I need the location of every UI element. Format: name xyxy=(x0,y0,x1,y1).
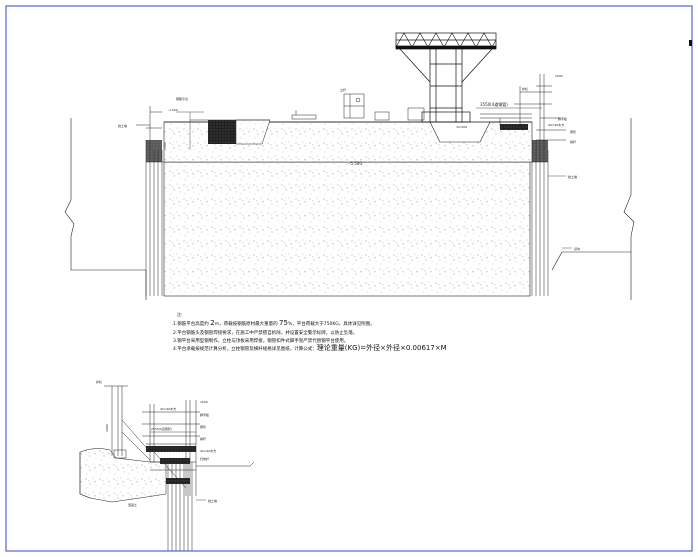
detail-label-beam: 横杆 xyxy=(200,436,206,441)
notes-block: 注: 1.钢筋平台高度约 2m，荷载按钢筋原材最大重量的 75%，平台荷载大于7… xyxy=(173,311,447,352)
label-right-beam: 横杆 xyxy=(570,139,576,144)
detail-label-board: 脚手板 xyxy=(200,412,209,417)
detail-label-40x90b: 40×90木方 xyxy=(200,448,216,453)
notes-heading: 注: xyxy=(177,311,182,317)
detail-label-top: 护栏 xyxy=(96,379,102,384)
detail-section: 3000 护栏 2550(4道钢管) 40×90木方 1500 脚手板 xyxy=(79,379,255,551)
left-rebar-stack xyxy=(208,120,236,144)
label-dim-3550: 3550(4道钢管) xyxy=(480,101,508,107)
label-tower-base: ±0.000 xyxy=(456,125,467,129)
drawing-border xyxy=(5,5,693,552)
right-scaffold xyxy=(480,74,566,150)
detail-dim-2550: 2550(4道钢管) xyxy=(151,426,172,431)
label-left-top: 钢筋平台 xyxy=(176,96,188,101)
label-right-wall: 挡土墙 xyxy=(568,174,577,179)
pit-concrete-body xyxy=(163,161,531,297)
detail-label-1500: 1500 xyxy=(200,400,208,404)
right-wall xyxy=(531,140,549,296)
detail-dim-3000: 3000 xyxy=(105,424,109,432)
label-left-elev: -1.500 xyxy=(168,108,178,112)
detail-post xyxy=(104,385,151,461)
note-2: 2.平台钢筋头及钢管焊接要求，在施工中严禁擅自拆除，并设置安全警示标牌，以防止坠… xyxy=(173,329,357,336)
detail-dim-40x90: 40×90木方 xyxy=(160,406,176,411)
detail-scaffold xyxy=(142,400,255,496)
label-right-steel: 钢管 xyxy=(570,129,576,134)
label-right-rail: 护栏 xyxy=(522,86,528,91)
left-ground-line xyxy=(64,118,147,300)
note-4: 4.平台承载按规范计算分析，立柱钢管及横杆规格详见图纸，计算公式：理论重量(KG… xyxy=(173,343,447,352)
right-ground-step xyxy=(551,251,631,271)
label-right-pit: 基坑 xyxy=(574,246,580,251)
right-ground-line xyxy=(623,118,635,300)
tower xyxy=(395,32,497,123)
border-marker xyxy=(689,40,692,46)
label-dim-40x90: 40×90木方 xyxy=(548,122,564,127)
label-right-top: 1500 xyxy=(555,74,563,78)
label-left-wall: 挡土墙 xyxy=(118,123,127,128)
left-wall-head xyxy=(146,140,162,162)
detail-label-steel: 钢管 xyxy=(200,424,206,429)
detail-label-sweep: 扫地杆 xyxy=(200,456,209,461)
detail-wall xyxy=(167,462,193,551)
detail-ground xyxy=(79,448,167,503)
left-guardrail xyxy=(136,106,162,140)
label-pole: 立杆 xyxy=(340,87,346,92)
label-elev-mid: -5.500 xyxy=(349,161,362,166)
note-3: 3.钢平台采用型钢制作，立柱与顶板采用焊接，钢管扣件式脚手架严禁代替钢平台使用。 xyxy=(173,337,348,344)
main-section: 挡土墙 -1.500 钢筋平台 1500 立杆 xyxy=(64,32,635,300)
detail-label-wall: 挡土墙 xyxy=(208,498,217,503)
slab-objects xyxy=(291,93,425,121)
note-1: 1.钢筋平台高度约 2m，荷载按钢筋原材最大重量的 75%，平台荷载大于750K… xyxy=(173,319,375,327)
label-right-board: 脚手板 xyxy=(558,116,567,121)
detail-label-concrete: 混凝土 xyxy=(128,502,137,507)
label-left-dim-v: 1500 xyxy=(163,142,167,150)
left-wall xyxy=(145,140,163,296)
